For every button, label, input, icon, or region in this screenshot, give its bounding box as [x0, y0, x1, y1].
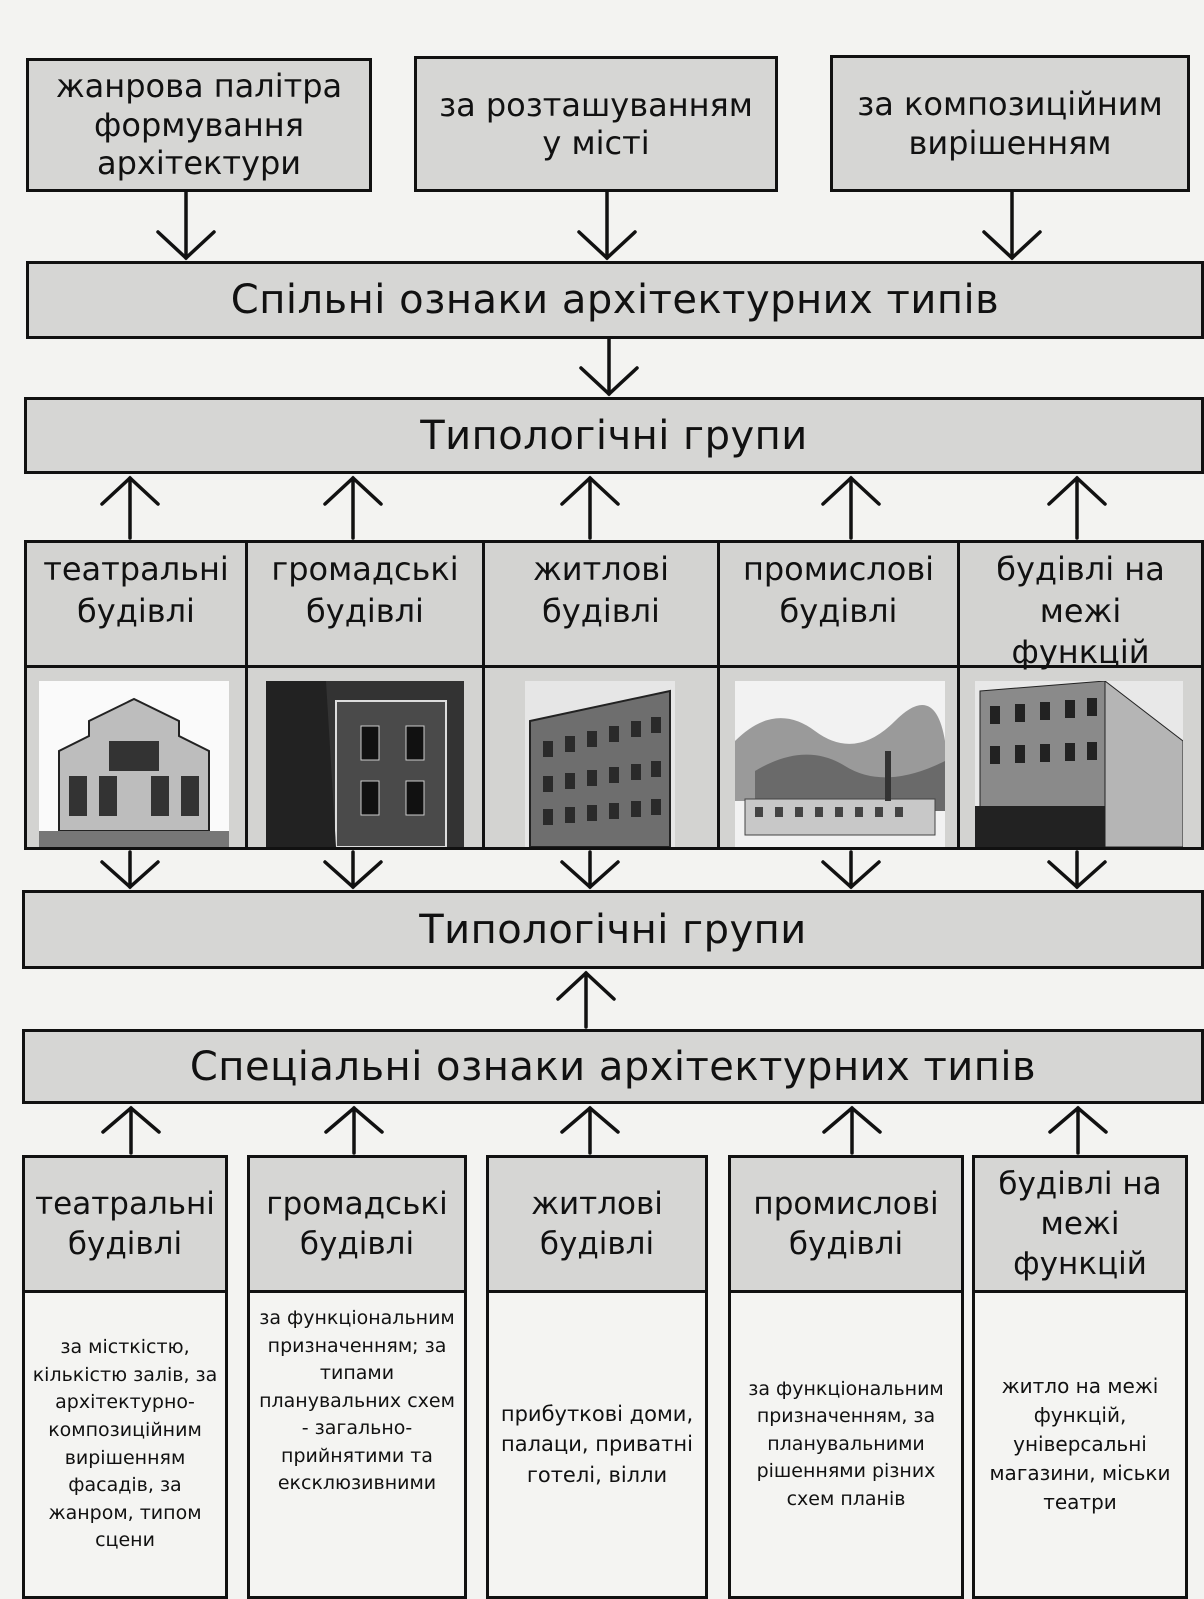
arrow-up-icon: [822, 1105, 882, 1155]
special-features-bar: Спеціальні ознаки архітектурних типів: [22, 1029, 1204, 1104]
building-types-grid: театральні будівлі громадські будівлі жи…: [24, 540, 1204, 850]
special-column-residential: житлові будівлі прибуткові доми, палаци,…: [486, 1155, 708, 1599]
arrow-down-icon: [982, 190, 1042, 261]
grid-divider: [957, 543, 960, 847]
arrow-down-icon: [100, 850, 160, 890]
grid-divider: [27, 665, 1201, 668]
building-type-label-industrial: промислові будівлі: [742, 550, 935, 630]
special-column-head: громадські будівлі: [250, 1158, 464, 1293]
arrow-down-icon: [560, 850, 620, 890]
grid-divider: [245, 543, 248, 847]
special-column-description: житло на межі функцій, універсальні мага…: [989, 1374, 1171, 1514]
special-column-head: будівлі на межі функцій: [975, 1158, 1185, 1293]
criterion-label: за розташуванням у місті: [439, 85, 753, 162]
typological-groups-bar-lower: Типологічні групи: [22, 890, 1204, 969]
building-type-label-public: громадські будівлі: [271, 550, 459, 630]
arrow-up-icon: [323, 475, 383, 540]
special-features-label: Спеціальні ознаки архітектурних типів: [189, 1043, 1037, 1090]
arrow-up-icon: [101, 1105, 161, 1155]
criterion-label: за композиційним вирішенням: [857, 85, 1163, 162]
building-type-label-theatre: театральні будівлі: [43, 550, 229, 630]
common-features-bar: Спільні ознаки архітектурних типів: [26, 261, 1204, 339]
industrial-building-photo: [735, 681, 945, 847]
residential-building-photo: [525, 681, 675, 847]
arrow-up-icon: [324, 1105, 384, 1155]
arrow-up-icon: [100, 475, 160, 540]
arrow-up-icon: [1047, 475, 1107, 540]
arrow-up-icon: [560, 475, 620, 540]
special-column-head: промислові будівлі: [731, 1158, 961, 1293]
criterion-box-location: за розташуванням у місті: [414, 56, 778, 192]
typological-groups-label: Типологічні групи: [420, 412, 808, 459]
building-type-label-mixed: будівлі на межі функцій: [996, 550, 1165, 672]
arrow-down-icon: [323, 850, 383, 890]
special-column-description: прибуткові доми, палаци, приватні готелі…: [500, 1401, 694, 1487]
arrow-down-icon: [577, 190, 637, 261]
special-column-description: за функціональним призначенням; за типам…: [259, 1307, 455, 1495]
typological-groups-label: Типологічні групи: [419, 906, 807, 953]
grid-divider: [482, 543, 485, 847]
public-building-photo: [266, 681, 464, 847]
criterion-label: жанрова палітра формування архітектури: [55, 67, 343, 183]
typological-groups-bar-upper: Типологічні групи: [24, 397, 1204, 474]
common-features-label: Спільні ознаки архітектурних типів: [230, 277, 1000, 323]
arrow-up-icon: [560, 1105, 620, 1155]
mixed-use-building-photo: [975, 681, 1183, 847]
arrow-up-icon: [821, 475, 881, 540]
special-column-industrial: промислові будівлі за функціональним при…: [728, 1155, 964, 1599]
special-column-public: громадські будівлі за функціональним при…: [247, 1155, 467, 1599]
criterion-box-genre: жанрова палітра формування архітектури: [26, 58, 372, 192]
arrow-up-icon: [1048, 1105, 1108, 1155]
arrow-down-icon: [821, 850, 881, 890]
special-column-theatre: театральні будівлі за місткістю, кількіс…: [22, 1155, 228, 1599]
arrow-down-icon: [579, 337, 639, 397]
arrow-down-icon: [1047, 850, 1107, 890]
theatre-building-photo: [39, 681, 229, 847]
criterion-box-composition: за композиційним вирішенням: [830, 55, 1190, 192]
arrow-down-icon: [156, 190, 216, 261]
special-column-description: за функціональним призначенням, за плану…: [748, 1377, 944, 1510]
arrow-up-icon: [556, 970, 616, 1029]
special-column-description: за місткістю, кількістю залів, за архіте…: [32, 1336, 218, 1552]
grid-divider: [717, 543, 720, 847]
special-column-mixed: будівлі на межі функцій житло на межі фу…: [972, 1155, 1188, 1599]
special-column-head: театральні будівлі: [25, 1158, 225, 1293]
building-type-label-residential: житлові будівлі: [532, 550, 670, 630]
special-column-head: житлові будівлі: [489, 1158, 705, 1293]
